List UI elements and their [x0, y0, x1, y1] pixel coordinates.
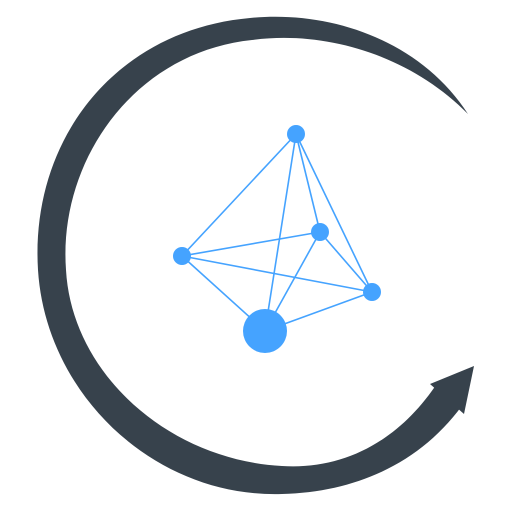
node-mid-right: [311, 223, 329, 241]
node-bottom-large: [243, 309, 287, 353]
edge-left-right: [181, 255, 373, 293]
edge-midright-right: [319, 231, 373, 293]
node-left: [173, 247, 191, 265]
network-nodes: [173, 125, 381, 353]
edge-top-midright: [295, 133, 321, 233]
node-right: [363, 283, 381, 301]
arrow-head: [430, 366, 474, 414]
edge-left-midright: [181, 231, 321, 257]
edge-top-left: [181, 133, 297, 257]
refresh-arrow-ring: [37, 16, 468, 495]
edge-top-bottom: [264, 133, 297, 332]
node-top: [287, 125, 305, 143]
edge-top-right: [295, 133, 373, 293]
network-edges: [181, 133, 373, 332]
